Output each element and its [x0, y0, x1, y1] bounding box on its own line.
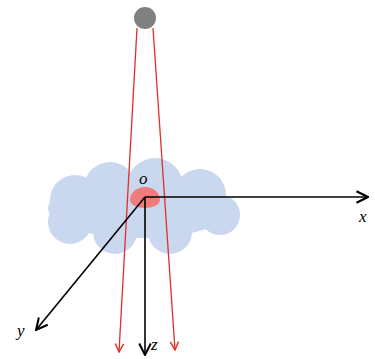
- axis-label: z: [151, 336, 158, 353]
- beam-edge: [153, 28, 175, 350]
- axis-label: y: [17, 322, 25, 339]
- source-ball: [134, 7, 156, 29]
- axis-label: x: [359, 208, 367, 225]
- axis-label: o: [139, 170, 148, 187]
- cloud: [48, 158, 240, 254]
- z-axis: [144, 197, 146, 355]
- y-axis: [36, 197, 145, 330]
- x-axis: [145, 196, 368, 198]
- beam-edge: [119, 28, 137, 352]
